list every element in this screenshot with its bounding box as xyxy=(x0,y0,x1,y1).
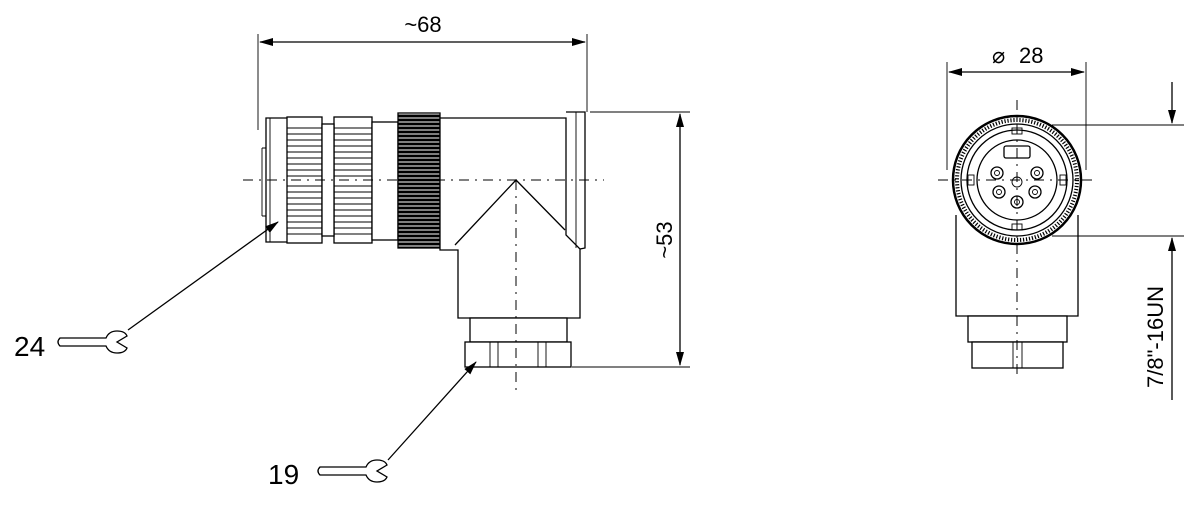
height-dimension: ~53 xyxy=(572,111,690,368)
diameter-symbol: ⌀ xyxy=(992,43,1005,68)
pin-4 xyxy=(1028,185,1042,199)
diameter-dimension: ⌀ 28 xyxy=(946,43,1087,170)
diameter-label: 28 xyxy=(1019,43,1043,68)
length-dimension-label: ~68 xyxy=(404,12,441,37)
pin-1 xyxy=(990,166,1004,180)
coupling-nut-wrench-size: 24 xyxy=(14,331,45,362)
coupling-nut-wrench-callout: 24 xyxy=(14,221,279,362)
thread-dimension: 7/8"-16UN xyxy=(1052,82,1184,400)
wrench-icon xyxy=(317,459,388,483)
height-dimension-label: ~53 xyxy=(652,221,677,258)
cable-gland-wrench-size: 19 xyxy=(268,459,299,490)
length-dimension: ~68 xyxy=(257,12,588,130)
cable-gland-wrench-callout: 19 xyxy=(268,361,477,490)
side-view: ~68 xyxy=(14,12,690,490)
front-view: ⌀ 28 7/8"-1 xyxy=(938,43,1184,400)
thread-label: 7/8"-16UN xyxy=(1143,286,1168,388)
pin-2 xyxy=(1030,166,1044,180)
angled-housing xyxy=(439,117,581,319)
wrench-icon xyxy=(57,330,128,354)
pin-3 xyxy=(992,185,1006,199)
cable-gland xyxy=(464,317,572,368)
